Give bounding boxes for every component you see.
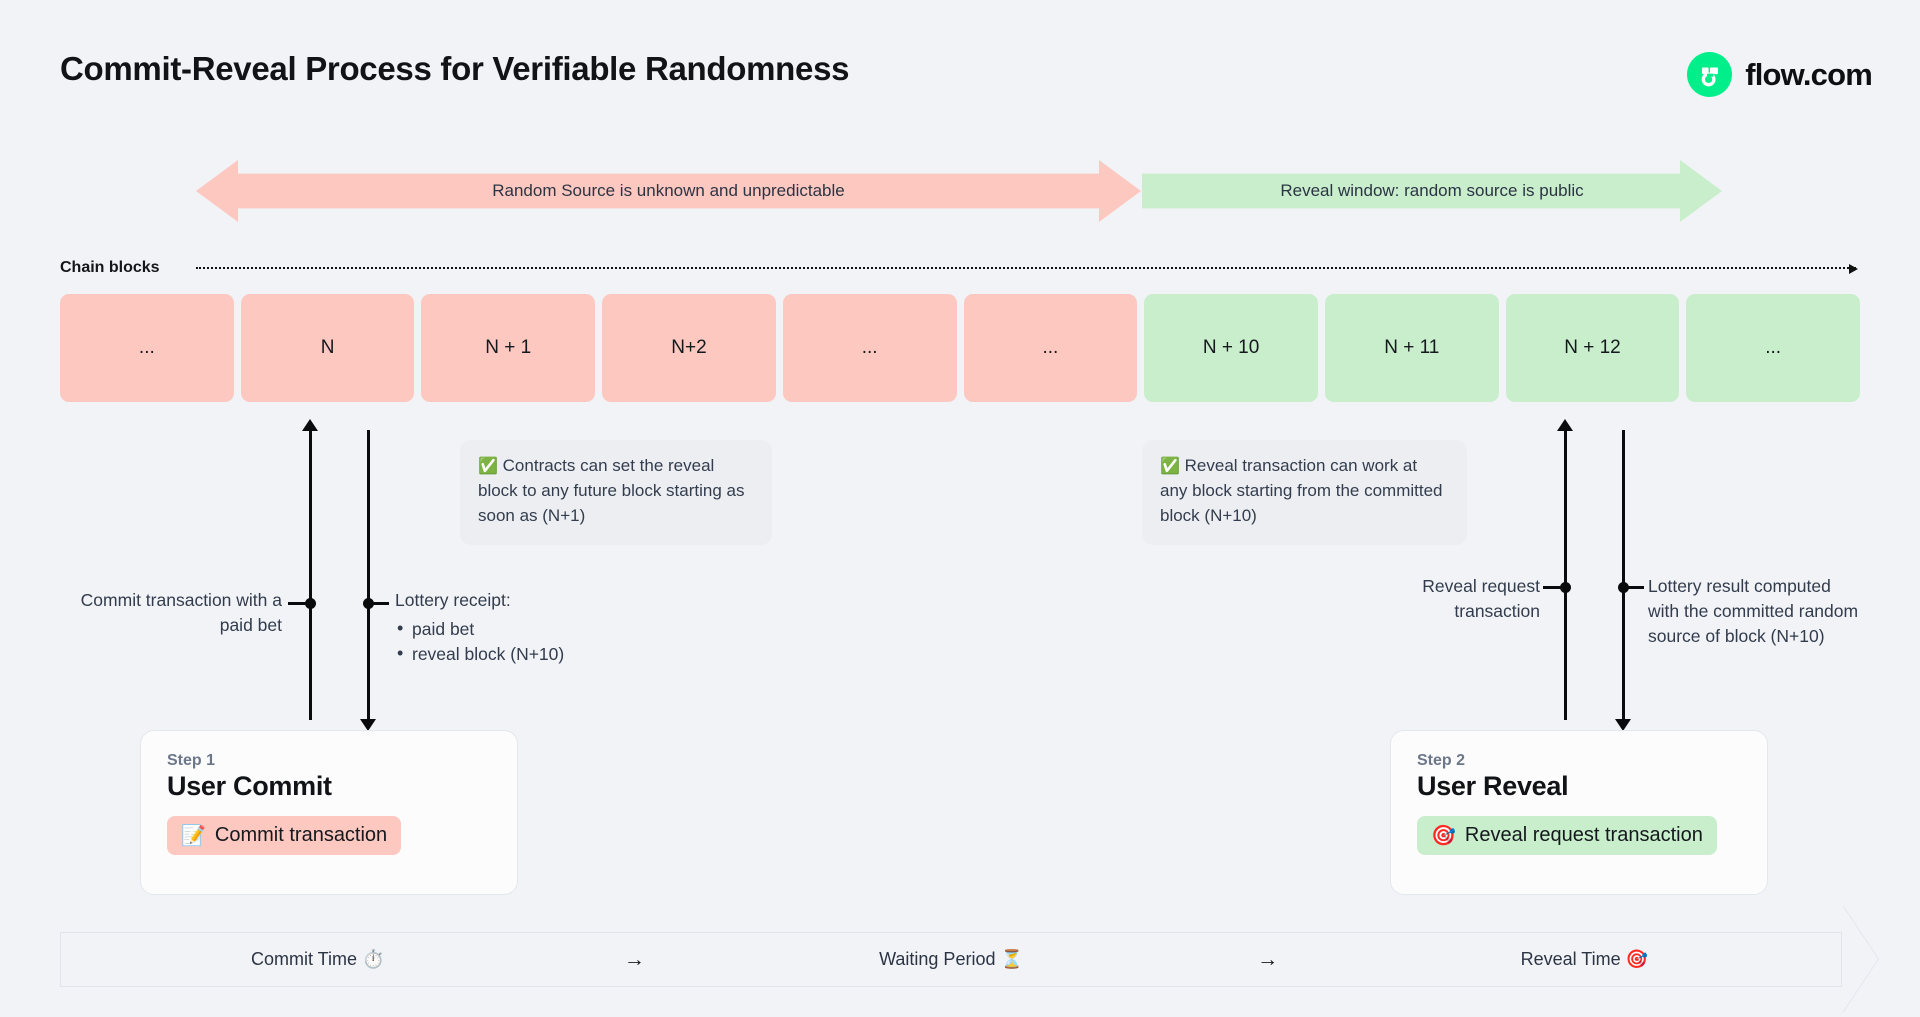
timeline-segment: Commit Time ⏱️	[250, 949, 385, 969]
chain-block[interactable]: ...	[60, 294, 234, 402]
phase-bar-reveal: Reveal window: random source is public	[1142, 160, 1722, 222]
receipt-list: paid betreveal block (N+10)	[395, 616, 655, 667]
step-2-title: User Reveal	[1417, 771, 1569, 801]
check-icon: ✅	[478, 458, 498, 475]
annotation-lottery-result: Lottery result computed with the committ…	[1648, 576, 1859, 646]
chain-block[interactable]: N	[240, 294, 415, 402]
leader-line-receipt	[367, 602, 389, 605]
chain-block[interactable]: N + 10	[1144, 294, 1318, 402]
step-2-badge[interactable]: 🎯 Reveal request transaction	[1417, 816, 1717, 855]
chain-block[interactable]: N + 1	[421, 294, 596, 402]
annotation-commit-transaction: Commit transaction with a paid bet	[80, 590, 282, 635]
callout-reveal-text: Reveal transaction can work at any block…	[1160, 456, 1443, 525]
leader-line-commit	[288, 602, 310, 605]
leader-line-result	[1622, 586, 1644, 589]
page-title: Commit-Reveal Process for Verifiable Ran…	[60, 50, 850, 87]
connector-line-result-down	[1622, 430, 1625, 720]
callout-commit-note: ✅ Contracts can set the reveal block to …	[460, 440, 772, 545]
annotation-lottery-receipt: Lottery receipt: paid betreveal block (N…	[395, 588, 655, 667]
chain-blocks-label: Chain blocks	[60, 259, 160, 276]
step-card-user-commit[interactable]: Step 1 User Commit 📝 Commit transaction	[140, 730, 518, 895]
connector-dot-reveal	[1560, 582, 1571, 593]
callout-reveal-note: ✅ Reveal transaction can work at any blo…	[1142, 440, 1467, 545]
step-2-kicker: Step 2	[1417, 752, 1466, 769]
chain-block[interactable]: ...	[963, 294, 1138, 402]
phase-label-unknown: Random Source is unknown and unpredictab…	[492, 181, 845, 200]
step-1-title: User Commit	[167, 771, 332, 801]
connector-dot-commit	[305, 598, 316, 609]
connector-line-commit-up	[309, 430, 312, 720]
chain-block[interactable]: N+2	[602, 294, 776, 402]
callout-commit-text: Contracts can set the reveal block to an…	[478, 456, 745, 525]
leader-line-reveal	[1543, 586, 1565, 589]
step-card-user-reveal[interactable]: Step 2 User Reveal 🎯 Reveal request tran…	[1390, 730, 1768, 895]
chain-block[interactable]: ...	[782, 294, 957, 402]
step-1-badge-label: Commit transaction	[214, 824, 388, 846]
timeline-arrow-icon: →	[623, 947, 645, 971]
memo-icon: 📝	[181, 825, 206, 847]
receipt-item: reveal block (N+10)	[395, 641, 655, 667]
connector-line-reveal-up	[1564, 430, 1567, 720]
check-icon: ✅	[1160, 458, 1180, 475]
receipt-item: paid bet	[395, 616, 655, 642]
chain-block[interactable]: N + 12	[1505, 294, 1680, 402]
step-1-kicker: Step 1	[167, 752, 216, 769]
target-icon: 🎯	[1431, 825, 1456, 847]
flow-logo-icon	[1687, 52, 1733, 97]
timeline-segment: Waiting Period ⏳	[879, 949, 1023, 969]
annotation-reveal-request: Reveal request transaction	[1422, 576, 1540, 621]
timeline-segment: Reveal Time 🎯	[1520, 949, 1649, 969]
bottom-timeline: Commit Time ⏱️ → Waiting Period ⏳ → Reveal T…	[60, 932, 1842, 987]
connector-line-receipt-down	[367, 430, 370, 720]
step-1-badge[interactable]: 📝 Commit transaction	[167, 816, 402, 855]
timeline-arrow-icon: →	[1257, 947, 1279, 971]
phase-bar-unknown: Random Source is unknown and unpredictab…	[196, 160, 1141, 222]
step-2-badge-label: Reveal request transaction	[1464, 824, 1703, 846]
brand-name: flow.com	[1745, 56, 1873, 92]
chain-block[interactable]: N + 11	[1324, 294, 1499, 402]
brand-lockup: flow.com	[1687, 52, 1873, 97]
timeline-arrow-tip	[1842, 905, 1878, 1013]
chain-axis-arrow	[196, 264, 1858, 274]
chain-block[interactable]: ...	[1686, 294, 1861, 402]
receipt-title: Lottery receipt:	[395, 590, 511, 610]
phase-label-reveal: Reveal window: random source is public	[1280, 181, 1584, 200]
